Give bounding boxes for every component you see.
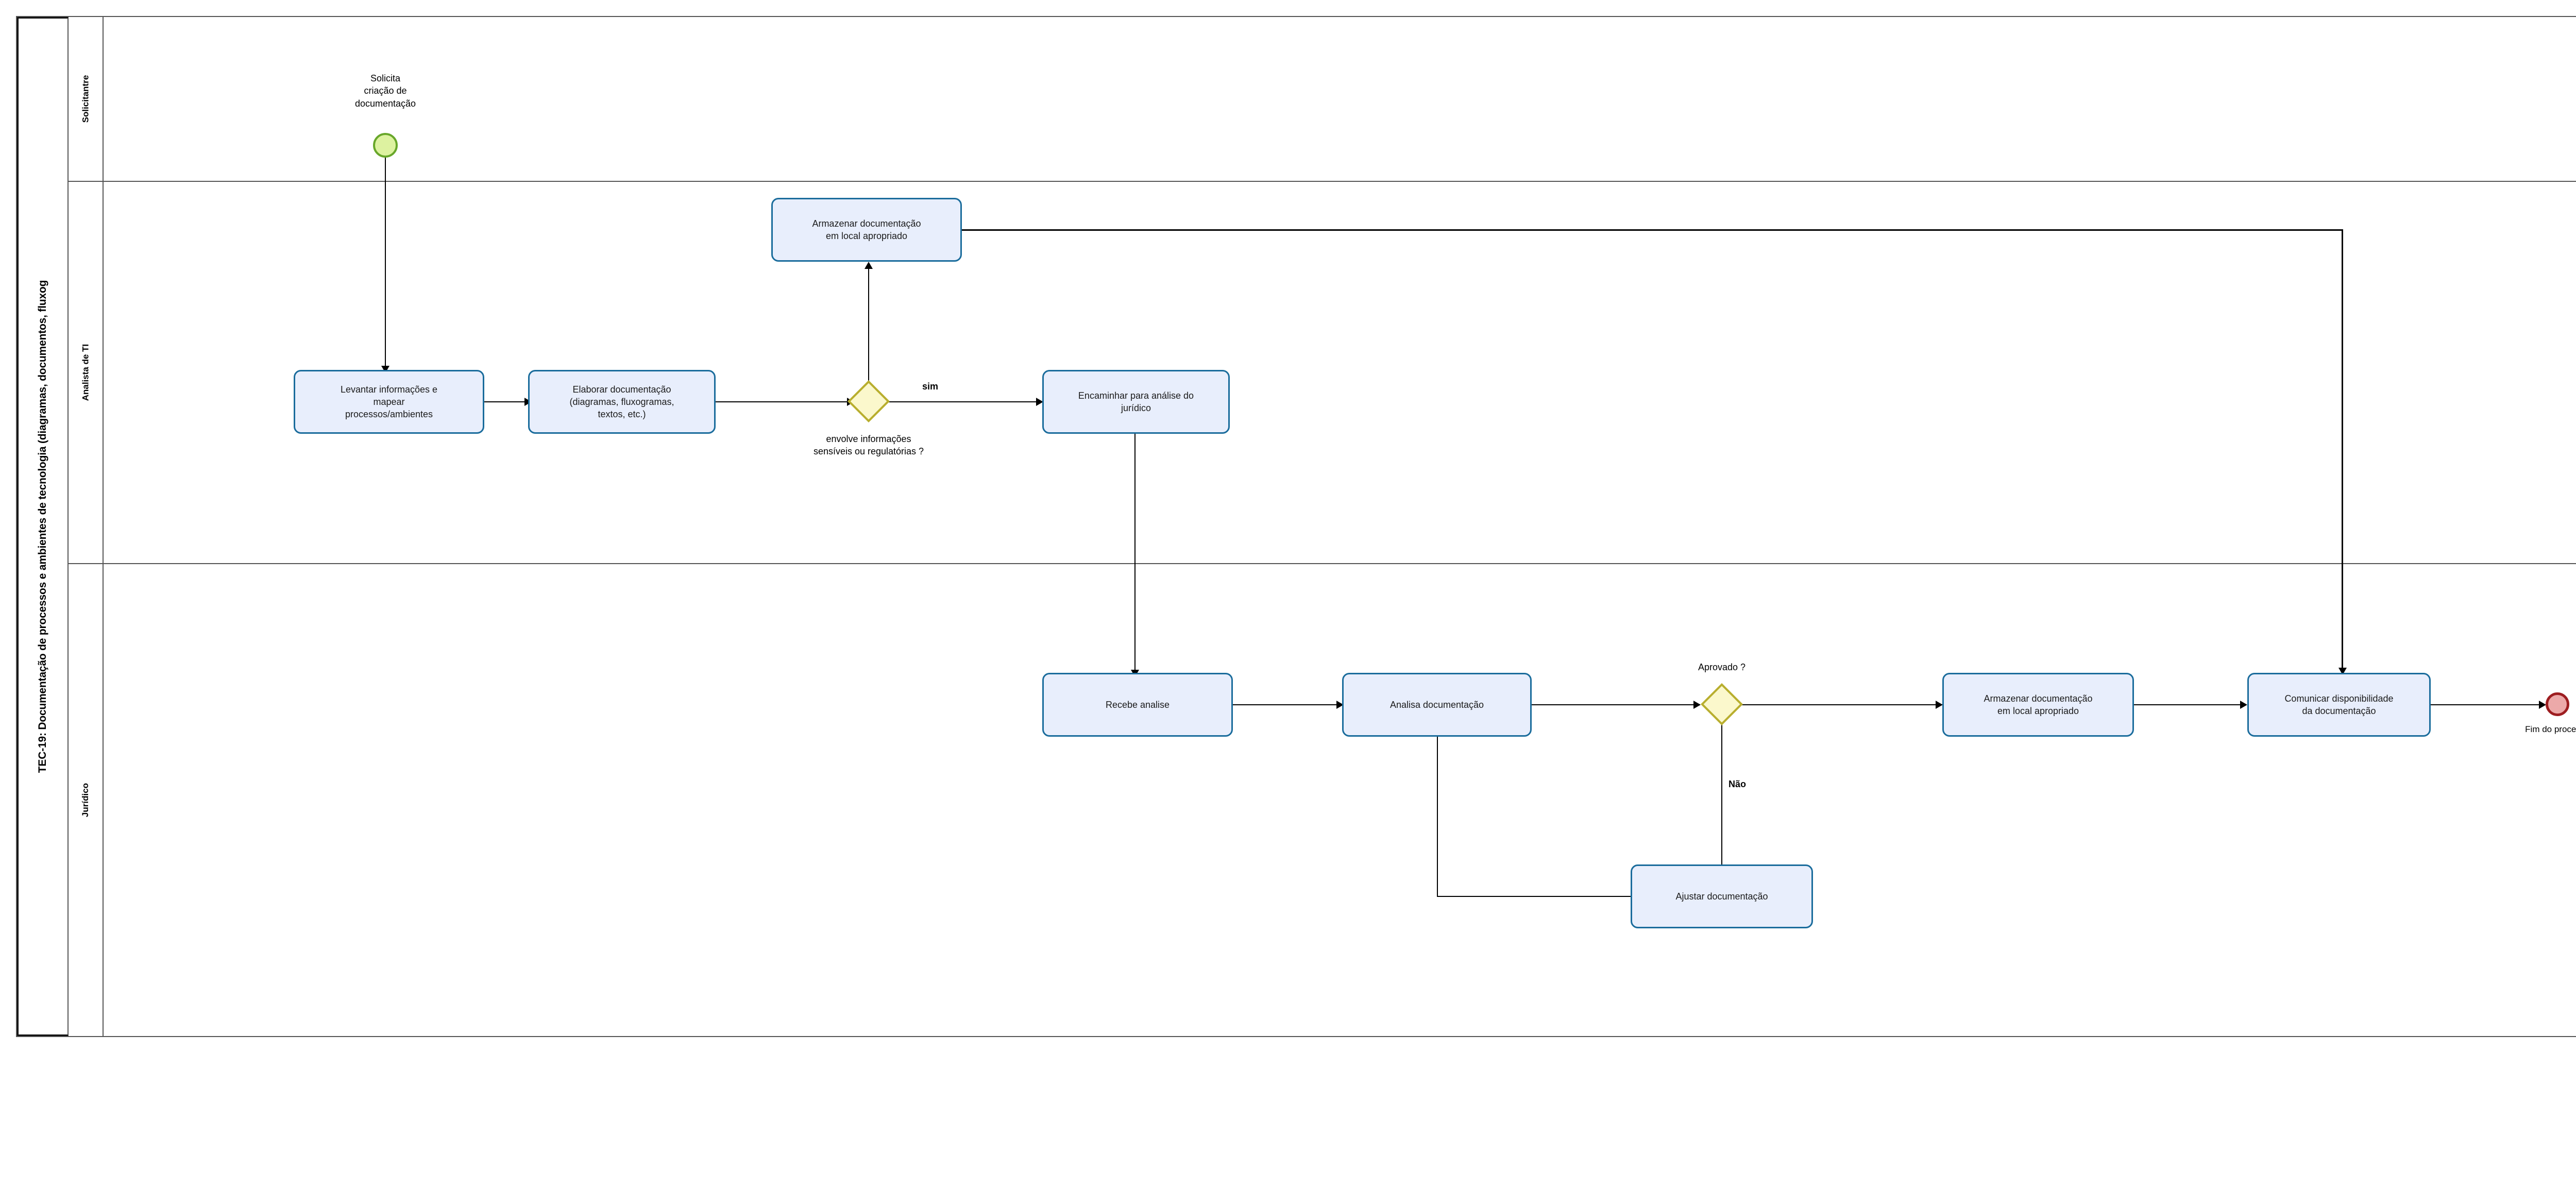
- lane-header-solicitante: Solicitantre: [69, 17, 104, 181]
- task-ajustar-documentacao[interactable]: Ajustar documentação: [1631, 864, 1813, 928]
- lane-label-analista: Analista de TI: [80, 344, 90, 401]
- flow-elaborar-to-gateway: [715, 401, 854, 402]
- pool-header: TEC-19: Documentação de processos e ambi…: [17, 17, 69, 1036]
- task-encaminhar-juridico[interactable]: Encaminhar para análise do jurídico: [1042, 370, 1230, 434]
- flow-ajustar-up-to-analisa: [1437, 732, 1438, 896]
- flow-armazenar-ti-to-right: [960, 229, 2343, 231]
- flow-armazenar-to-comunicar: [2133, 704, 2246, 705]
- lane-analista: Analista de TI: [69, 182, 2576, 564]
- arrow-gateway-aprovado-to-armazenar: [1936, 701, 1943, 709]
- flow-encaminhar-to-recebe: [1134, 433, 1136, 675]
- pool-title: TEC-19: Documentação de processos e ambi…: [37, 280, 49, 773]
- flow-label-nao: Não: [1728, 779, 1747, 789]
- flow-ajustar-to-left: [1437, 896, 1633, 897]
- arrow-gateway-to-armazenar-ti: [865, 262, 873, 269]
- flow-recebe-to-analisa: [1232, 704, 1343, 705]
- flow-label-sim: sim: [922, 381, 939, 392]
- arrow-recebe-to-analisa: [1336, 701, 1344, 709]
- flow-comunicar-to-end: [2429, 704, 2545, 705]
- lane-solicitante: Solicitantre: [69, 17, 2576, 182]
- arrow-comunicar-to-end: [2539, 701, 2546, 709]
- flow-gateway-aprovado-to-armazenar: [1731, 704, 1942, 705]
- gateway-aprovado-label: Aprovado ?: [1698, 662, 1746, 672]
- lane-juridico: Jurídico: [69, 564, 2576, 1036]
- flow-analisa-to-gateway: [1530, 704, 1700, 705]
- task-recebe-analise[interactable]: Recebe analise: [1042, 673, 1233, 737]
- flow-levantar-to-elaborar: [483, 401, 530, 402]
- lane-header-juridico: Jurídico: [69, 564, 104, 1036]
- task-levantar-informacoes[interactable]: Levantar informações e mapear processos/…: [294, 370, 484, 434]
- pool: TEC-19: Documentação de processos e ambi…: [16, 16, 2576, 1037]
- task-elaborar-documentacao[interactable]: Elaborar documentação (diagramas, fluxog…: [528, 370, 716, 434]
- arrow-analisa-to-gateway: [1693, 701, 1701, 709]
- flow-armazenar-ti-down-to-comunicar: [2342, 229, 2343, 672]
- lane-header-analista: Analista de TI: [69, 182, 104, 563]
- flow-start-to-levantar: [385, 157, 386, 371]
- arrow-gateway-sim-to-encaminhar: [1036, 398, 1043, 406]
- flow-gateway-sim-to-encaminhar: [884, 401, 1043, 402]
- end-event[interactable]: [2546, 692, 2569, 716]
- flow-gateway-nao-down: [1721, 720, 1722, 895]
- start-event[interactable]: [373, 133, 398, 158]
- lane-label-solicitante: Solicitantre: [80, 75, 90, 123]
- lane-label-juridico: Jurídico: [80, 783, 90, 818]
- task-comunicar-disponibilidade[interactable]: Comunicar disponibilidade da documentaçã…: [2247, 673, 2431, 737]
- task-armazenar-documentacao-ti[interactable]: Armazenar documentação em local apropria…: [771, 198, 962, 262]
- start-event-label: Solicita criação de documentação: [354, 73, 416, 109]
- task-armazenar-documentacao-juridico[interactable]: Armazenar documentação em local apropria…: [1942, 673, 2134, 737]
- gateway-informacoes-sensiveis-label: envolve informações sensíveis ou regulat…: [813, 434, 924, 457]
- arrow-armazenar-to-comunicar: [2240, 701, 2247, 709]
- end-event-label: Fim do processo: [2525, 724, 2576, 734]
- task-analisa-documentacao[interactable]: Analisa documentação: [1342, 673, 1532, 737]
- flow-gateway-to-armazenar-ti: [868, 268, 869, 386]
